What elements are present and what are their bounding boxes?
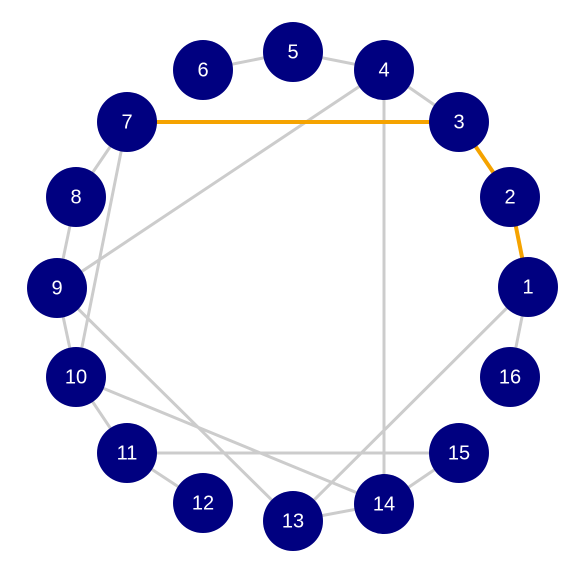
node-2: 2 [480, 167, 540, 227]
node-label: 9 [51, 277, 62, 299]
node-circle [27, 258, 87, 318]
node-label: 1 [522, 276, 533, 298]
node-label: 4 [378, 59, 389, 81]
node-circle [97, 423, 157, 483]
node-label: 12 [192, 492, 214, 514]
node-label: 13 [282, 510, 304, 532]
node-6: 6 [173, 40, 233, 100]
node-label: 2 [504, 186, 515, 208]
node-label: 16 [499, 366, 521, 388]
node-label: 15 [448, 442, 470, 464]
node-circle [46, 347, 106, 407]
node-7: 7 [97, 92, 157, 152]
node-label: 5 [287, 41, 298, 63]
node-5: 5 [263, 22, 323, 82]
edge-9-13 [55, 286, 295, 523]
node-circle [429, 92, 489, 152]
node-circle [498, 257, 558, 317]
node-label: 14 [373, 493, 395, 515]
node-label: 11 [117, 442, 138, 464]
node-8: 8 [46, 167, 106, 227]
node-label: 8 [70, 186, 81, 208]
node-16: 16 [480, 347, 540, 407]
edge-1-13 [291, 285, 530, 523]
node-circle [480, 347, 540, 407]
node-circle [46, 167, 106, 227]
node-circle [429, 423, 489, 483]
node-label: 7 [121, 111, 132, 133]
node-circle [263, 22, 323, 82]
node-circle [354, 474, 414, 534]
node-12: 12 [173, 473, 233, 533]
edge-4-9 [55, 68, 386, 290]
node-circle [97, 92, 157, 152]
node-label: 10 [65, 366, 87, 388]
node-11: 11 [97, 423, 157, 483]
node-circle [354, 40, 414, 100]
edge-7-10 [74, 120, 129, 379]
node-13: 13 [263, 491, 323, 551]
node-label: 6 [197, 59, 208, 81]
node-9: 9 [27, 258, 87, 318]
node-15: 15 [429, 423, 489, 483]
node-14: 14 [354, 474, 414, 534]
node-1: 1 [498, 257, 558, 317]
node-circle [173, 40, 233, 100]
node-label: 3 [453, 111, 464, 133]
node-3: 3 [429, 92, 489, 152]
node-10: 10 [46, 347, 106, 407]
node-circle [263, 491, 323, 551]
node-4: 4 [354, 40, 414, 100]
node-circle [480, 167, 540, 227]
node-circle [173, 473, 233, 533]
